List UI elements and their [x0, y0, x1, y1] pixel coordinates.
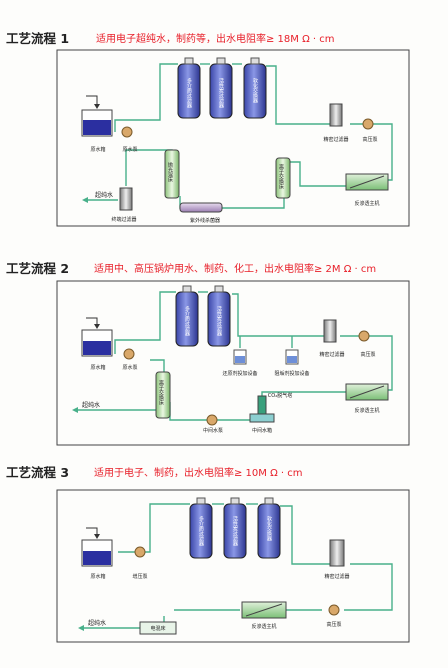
ix-bed-1 [275, 157, 291, 199]
raw-pump-1-label: 原水泵 [122, 146, 137, 153]
raw-pump-2 [123, 348, 135, 360]
hp-pump-3 [328, 604, 340, 616]
ro-unit-2-label: 反渗透主机 [354, 407, 379, 414]
boost-pump-label: 增压泵 [132, 573, 147, 580]
process-3-title: 工艺流程 3 [6, 465, 70, 480]
mid-pump [206, 414, 218, 426]
process-3-subtitle: 适用于电子、制药，出水电阻率≥ 10M Ω · cm [94, 468, 303, 479]
ro-unit-3-label: 反渗透主机 [251, 623, 276, 630]
terminal-filter-1 [119, 187, 133, 211]
scale-dosing-label: 阻垢剂投加设备 [274, 370, 309, 377]
precision-filter-2-label: 精密过滤器 [319, 351, 344, 358]
frame-1 [56, 49, 410, 227]
polish-bed-1-label: 抛光混床 [167, 161, 173, 183]
tank-2-2-label: 活性炭过滤器 [216, 305, 222, 337]
hp-pump-3-label: 高压泵 [326, 621, 341, 628]
raw-tank-1-label: 原水箱 [90, 146, 105, 153]
mid-tank [249, 413, 275, 423]
ix-bed-2 [155, 371, 171, 419]
process-2-subtitle: 适用中、高压锅炉用水、制药、化工，出水电阻率≥ 2M Ω · cm [94, 264, 377, 275]
process-1-title: 工艺流程 1 [6, 31, 70, 46]
raw-tank-3-label: 原水箱 [90, 573, 105, 580]
precision-filter-1-label: 精密过滤器 [323, 136, 348, 143]
tank-group-1 [177, 57, 267, 119]
precision-filter-2 [323, 319, 337, 343]
hp-pump-1 [362, 118, 374, 130]
tank-3-label: 软化交换器 [252, 77, 258, 104]
polish-bed-1 [164, 149, 180, 199]
edi-unit [139, 621, 177, 635]
ro-unit-1-label: 反渗透主机 [354, 200, 379, 207]
tank-2-1-label: 多介质过滤器 [184, 305, 190, 337]
raw-pump-1 [121, 126, 133, 138]
terminal-filter-1-label: 终端过滤器 [111, 216, 136, 223]
tank-group-3 [189, 497, 281, 559]
output-3-label: 超纯水 [88, 619, 106, 627]
uv-sterilizer-1 [179, 202, 223, 213]
ix-bed-1-label: 离子交换床 [278, 163, 284, 190]
hp-pump-2-label: 高压泵 [360, 351, 375, 358]
ix-bed-2-label: 离子交换床 [158, 379, 164, 406]
tank-3-2-label: 活性炭过滤器 [232, 515, 238, 547]
raw-pump-2-label: 原水泵 [122, 364, 137, 371]
precision-filter-3-label: 精密过滤器 [324, 573, 349, 580]
frame-3 [56, 489, 410, 643]
hp-pump-1-label: 高压泵 [362, 136, 377, 143]
precision-filter-1 [329, 103, 343, 127]
tank-3-1-label: 多介质过滤器 [198, 515, 204, 547]
tank-2-label: 活性炭过滤器 [218, 77, 224, 109]
tank-group-2 [175, 285, 231, 347]
boost-pump [134, 546, 146, 558]
reduce-dosing-label: 还原剂投加设备 [222, 370, 257, 377]
uv-sterilizer-1-label: 紫外线杀菌器 [190, 217, 220, 224]
output-1-label: 超纯水 [95, 191, 113, 199]
frame-2 [56, 280, 410, 446]
process-2-title: 工艺流程 2 [6, 261, 70, 276]
precision-filter-3 [329, 539, 345, 567]
co2-degasser [257, 395, 267, 417]
hp-pump-2 [358, 330, 370, 342]
process-1-subtitle: 适用电子超纯水，制药等，出水电阻率≥ 18M Ω · cm [96, 34, 335, 45]
co2-degasser-label: CO₂脱气塔 [268, 392, 292, 399]
tank-1-label: 多介质过滤器 [186, 77, 192, 109]
edi-unit-label: 电混床 [150, 625, 165, 632]
mid-pump-label: 中间水泵 [203, 427, 223, 434]
raw-tank-2-label: 原水箱 [90, 364, 105, 371]
mid-tank-label: 中间水箱 [252, 427, 272, 434]
output-2-label: 超纯水 [82, 401, 100, 409]
tank-3-3-label: 软化交换器 [266, 515, 272, 542]
